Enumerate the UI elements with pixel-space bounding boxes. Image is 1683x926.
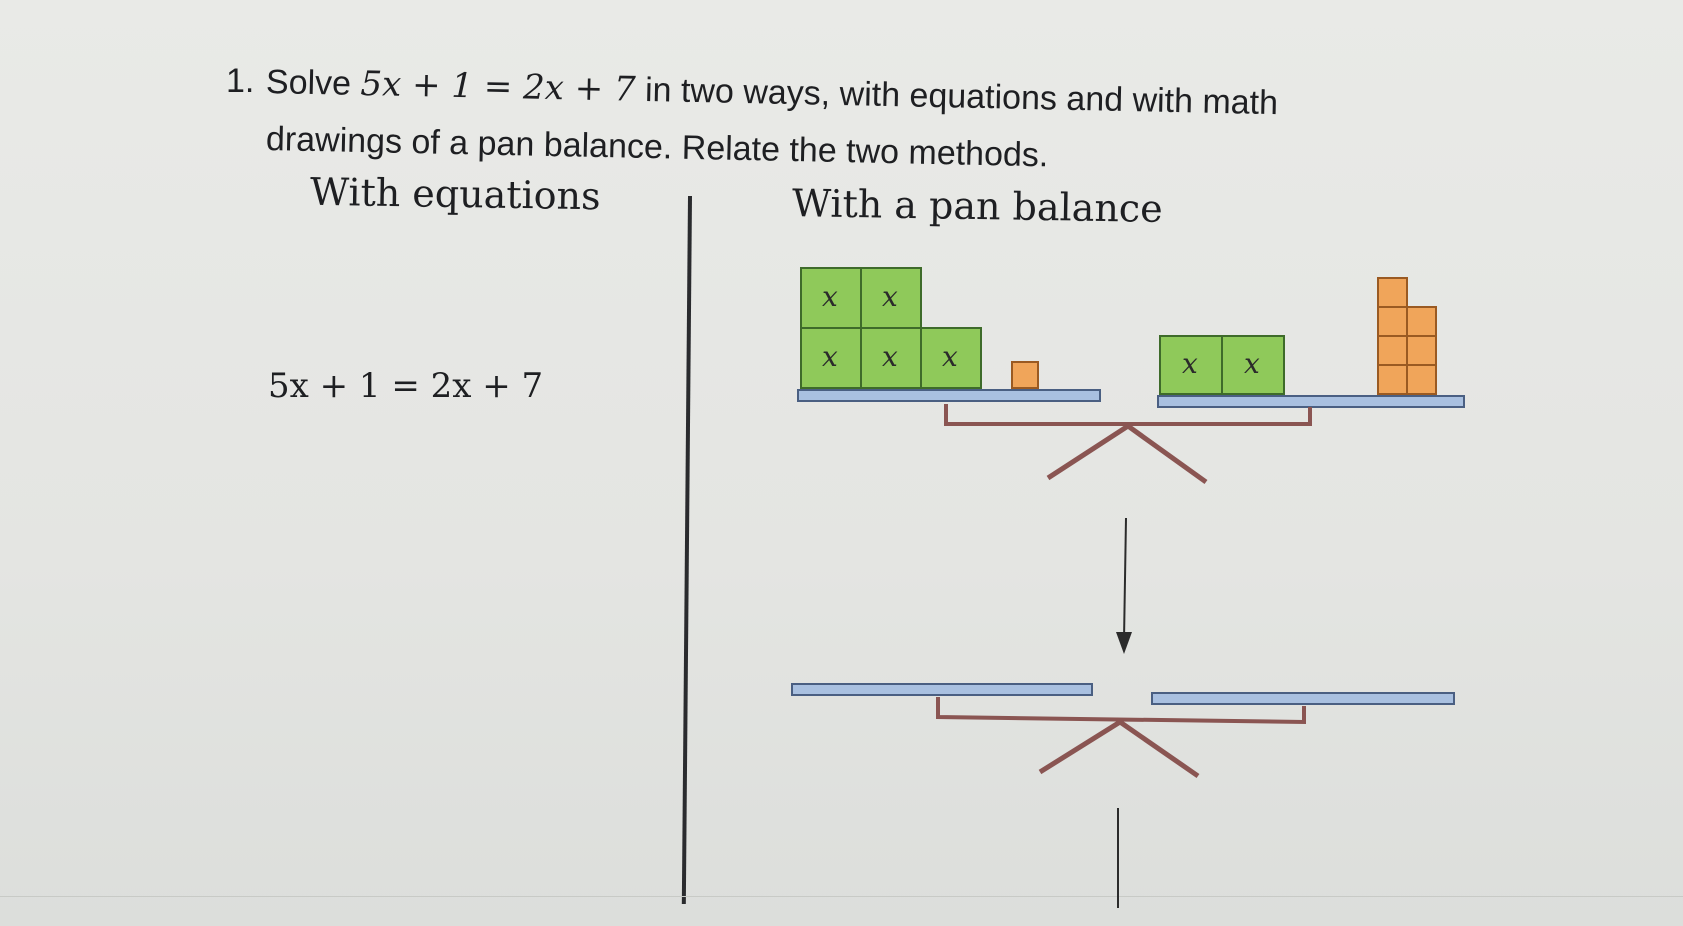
x-tile bbox=[1159, 335, 1223, 395]
right-pan-x-tiles: x x bbox=[1159, 335, 1285, 395]
unit-tile bbox=[1406, 306, 1437, 337]
unit-tile bbox=[1011, 361, 1039, 389]
balance-fulcrum bbox=[1046, 422, 1208, 485]
unit-tile bbox=[1377, 335, 1408, 366]
left-pan bbox=[797, 389, 1101, 402]
unit-tile bbox=[1406, 364, 1437, 395]
right-pan-unit-tiles bbox=[1377, 277, 1437, 395]
bottom-balance-beam bbox=[936, 697, 1306, 725]
left-pan-x-tiles: x x x x x bbox=[800, 267, 982, 389]
unit-tile bbox=[1406, 335, 1437, 366]
top-balance: x x x x x x x bbox=[797, 267, 1465, 485]
bottom-left-pan bbox=[791, 683, 1093, 696]
x-tile-label: x bbox=[1182, 347, 1198, 380]
bottom-balance bbox=[791, 683, 1455, 908]
x-tile-label: x bbox=[822, 280, 838, 313]
x-tile-label: x bbox=[1244, 347, 1260, 380]
x-tile bbox=[1221, 335, 1285, 395]
down-arrow bbox=[1116, 517, 1132, 654]
starting-equation: 5x + 1 = 2x + 7 bbox=[268, 366, 544, 406]
bottom-right-pan bbox=[1151, 692, 1455, 705]
unit-tile bbox=[1377, 277, 1408, 308]
bottom-balance-fulcrum bbox=[1038, 719, 1200, 779]
x-tile-label: x bbox=[942, 340, 958, 373]
x-tile-label: x bbox=[822, 340, 838, 373]
unit-tile bbox=[1377, 306, 1408, 337]
unit-tile bbox=[1377, 364, 1408, 395]
x-tile bbox=[800, 327, 862, 389]
x-tile-label: x bbox=[882, 280, 898, 313]
x-tile bbox=[860, 267, 922, 329]
x-tile bbox=[920, 327, 982, 389]
x-tile-label: x bbox=[882, 340, 898, 373]
right-pan bbox=[1157, 395, 1465, 408]
problem-number: 1. bbox=[226, 62, 255, 100]
page-bottom-edge bbox=[0, 896, 1683, 897]
